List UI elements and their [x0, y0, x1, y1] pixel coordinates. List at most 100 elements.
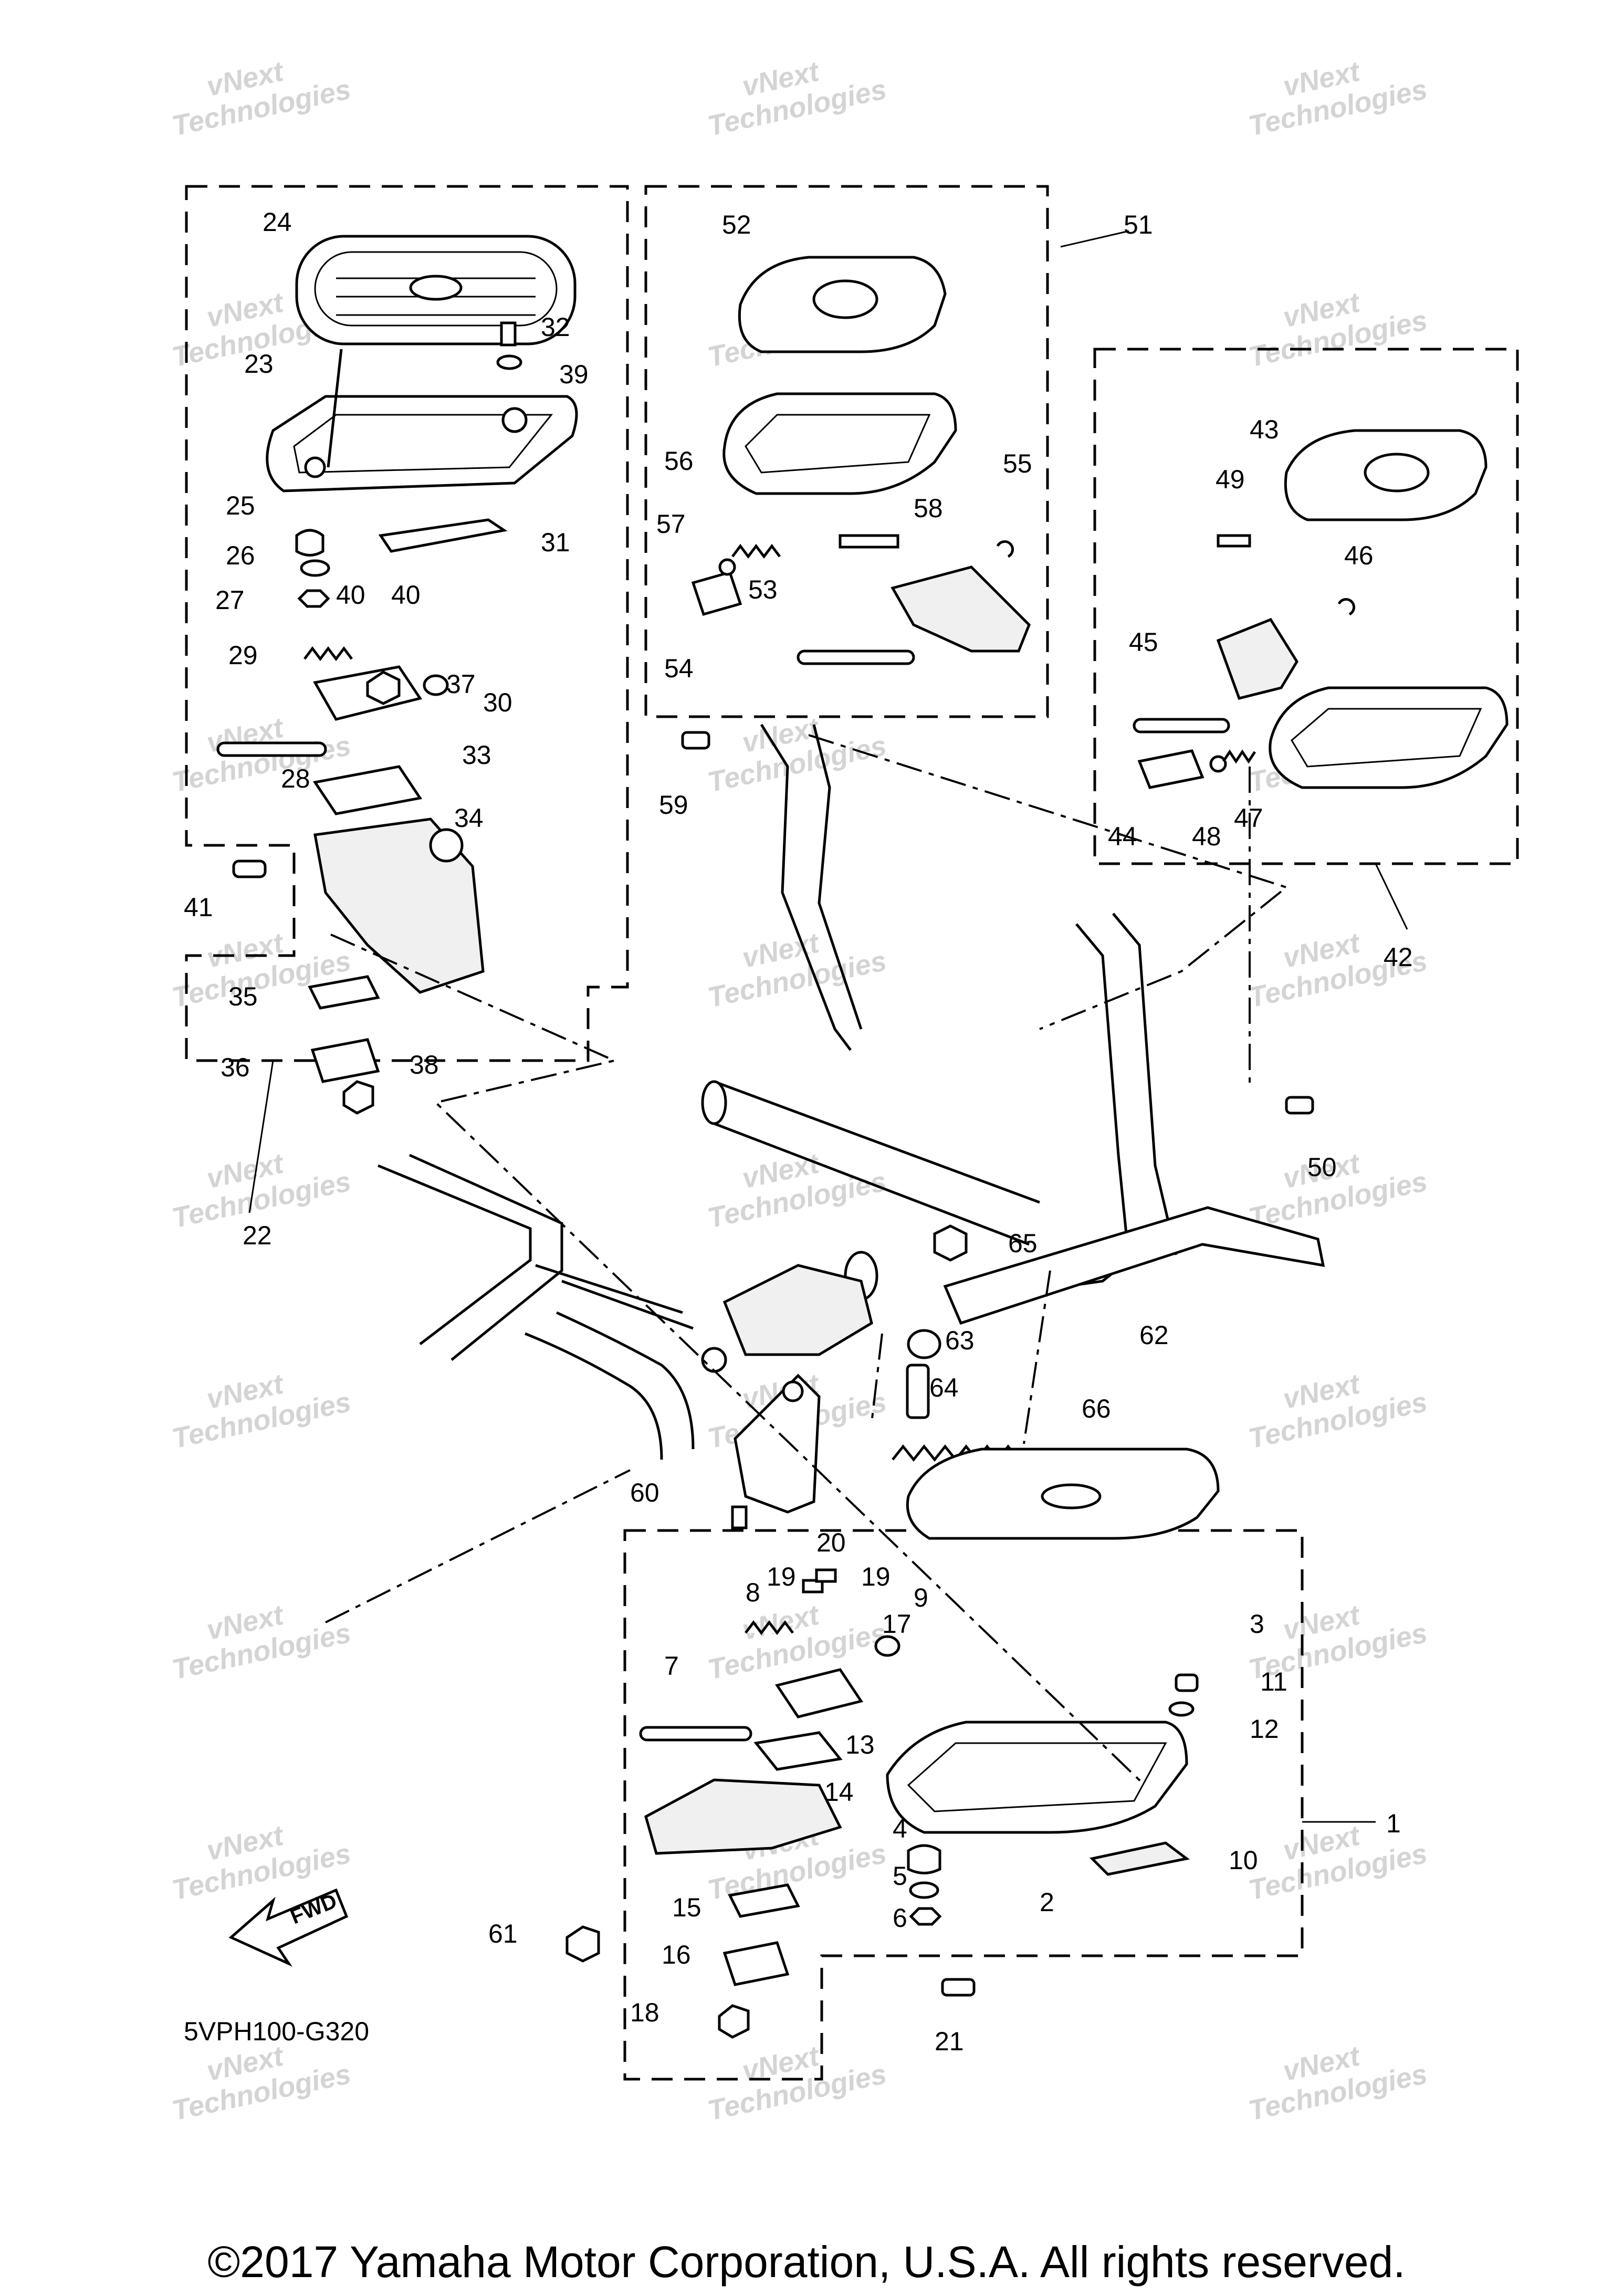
callout-21: 21 — [935, 2027, 964, 2056]
callout-56: 56 — [664, 446, 694, 476]
part-39-washer — [496, 354, 522, 370]
part-31-plate — [378, 518, 508, 553]
part-37-nut — [366, 670, 401, 705]
leader-lines — [248, 230, 1408, 1823]
part-20-cap — [815, 1568, 837, 1583]
callout-37: 37 — [446, 669, 476, 699]
callout-51: 51 — [1124, 210, 1153, 239]
part-57-pin — [718, 558, 736, 576]
part-15-plate — [722, 1941, 790, 1986]
part-29-spring — [303, 646, 353, 662]
part-48-pin — [1209, 755, 1227, 773]
callout-40: 40 — [391, 580, 421, 610]
part-6-nut — [909, 1907, 942, 1926]
callout-30: 30 — [483, 688, 512, 717]
callout-1: 1 — [1386, 1809, 1401, 1838]
frame-left-upright — [760, 724, 852, 1051]
part-56-spring — [731, 543, 781, 559]
callout-12: 12 — [1250, 1714, 1279, 1744]
callout-26: 26 — [226, 541, 255, 570]
callout-18: 18 — [630, 1998, 659, 2027]
part-38-nut — [342, 1080, 374, 1115]
part-62-sidestand — [943, 1206, 1325, 1325]
callout-45: 45 — [1129, 627, 1158, 657]
callout-3: 3 — [1250, 1609, 1264, 1639]
callout-10: 10 — [1229, 1846, 1258, 1875]
part-7-pin — [639, 1726, 752, 1742]
callout-9: 9 — [914, 1583, 928, 1612]
callout-59: 59 — [659, 790, 688, 820]
group-51-boundary — [644, 185, 1049, 718]
callout-65: 65 — [1008, 1229, 1038, 1258]
part-9-washer — [874, 1635, 900, 1657]
callout-41: 41 — [184, 893, 213, 922]
callout-47: 47 — [1234, 803, 1263, 833]
callout-32: 32 — [541, 312, 570, 342]
part-47-spring — [1222, 749, 1256, 764]
parts-group-22 — [216, 235, 578, 1115]
part-28-pin — [216, 741, 327, 757]
callout-64: 64 — [929, 1373, 959, 1402]
part-46-clip — [1337, 597, 1356, 616]
part-21-bolt — [941, 1978, 976, 1997]
callout-40: 40 — [336, 580, 365, 610]
callout-66: 66 — [1082, 1394, 1111, 1423]
callout-8: 8 — [746, 1578, 760, 1607]
callout-48: 48 — [1192, 822, 1221, 851]
part-8-spring — [745, 1620, 794, 1635]
frame-right-upright — [1029, 923, 1130, 1293]
callout-15: 15 — [672, 1893, 701, 1922]
callout-24: 24 — [263, 207, 292, 237]
frame-curved-tube — [525, 1311, 695, 1460]
part-4-grommet — [907, 1844, 941, 1874]
part-60-bracket — [734, 1374, 821, 1514]
callout-61: 61 — [488, 1919, 518, 1948]
part-65-nut — [933, 1224, 968, 1262]
callout-53: 53 — [748, 575, 778, 604]
callout-39: 39 — [559, 360, 589, 389]
callout-62: 62 — [1139, 1320, 1169, 1350]
callout-42: 42 — [1384, 942, 1413, 972]
part-10-plate — [1089, 1841, 1190, 1876]
part-53-plate — [691, 570, 742, 616]
callout-13: 13 — [845, 1730, 875, 1759]
callout-22: 22 — [243, 1221, 272, 1250]
part-35-plate — [308, 975, 380, 1010]
parts-group-51 — [681, 256, 1031, 750]
part-55-clip — [996, 540, 1014, 558]
callout-38: 38 — [410, 1050, 439, 1079]
callout-55: 55 — [1003, 449, 1032, 478]
group-1-boundary — [623, 1529, 1304, 2081]
sidestand-assembly — [731, 1206, 1325, 1529]
callout-44: 44 — [1108, 822, 1137, 851]
frame-center-bracket — [722, 1264, 873, 1356]
callout-5: 5 — [893, 1861, 907, 1891]
part-36-plate — [310, 1038, 380, 1083]
part-25-grommet — [295, 529, 324, 557]
part-60-stud — [731, 1505, 748, 1529]
callout-16: 16 — [662, 1940, 691, 1969]
part-54-bracket — [891, 565, 1031, 653]
callout-14: 14 — [824, 1777, 854, 1807]
callout-27: 27 — [215, 585, 245, 615]
part-41-bolt — [232, 859, 267, 878]
callout-31: 31 — [541, 528, 570, 557]
part-42-bracket — [1216, 617, 1298, 700]
part-63-collar — [907, 1329, 941, 1359]
part-41-bracket — [313, 817, 485, 994]
callout-23: 23 — [244, 349, 274, 379]
part-16-bracket — [774, 1668, 864, 1718]
part-54-pin — [797, 649, 915, 665]
callout-28: 28 — [281, 764, 310, 793]
callout-2: 2 — [1040, 1888, 1054, 1917]
part-45-pin — [1133, 718, 1230, 733]
part-14-plate — [728, 1883, 800, 1918]
